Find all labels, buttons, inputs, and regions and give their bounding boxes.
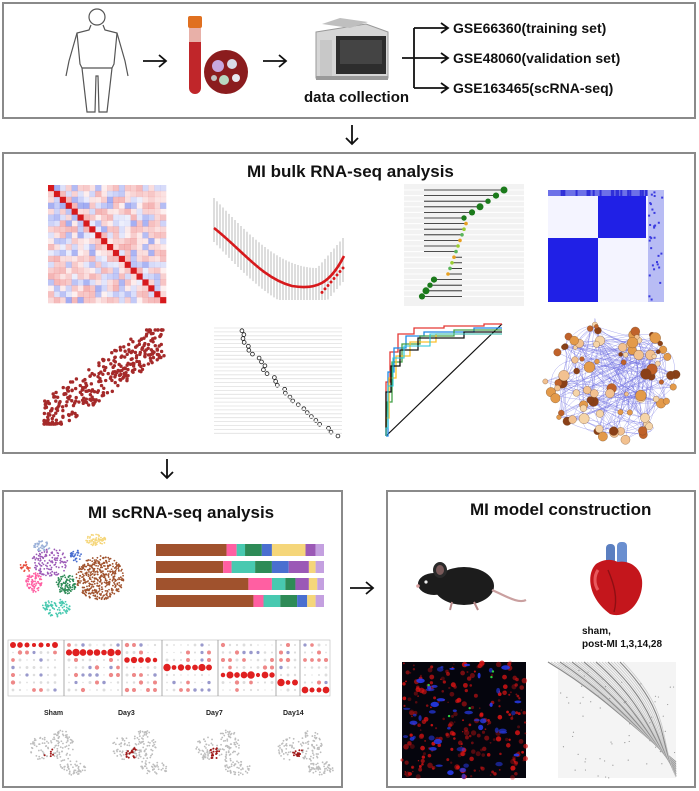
lasso-cv-curve (213, 198, 346, 300)
dataset-gse66360: GSE66360(training set) (453, 20, 607, 36)
scrna-analysis-title: MI scRNA-seq analysis (88, 503, 275, 522)
tsne-cluster-plot (19, 533, 125, 618)
arrow-down-icon (160, 459, 174, 480)
model-caption-1: sham, (582, 626, 611, 637)
marker-dot-plot (7, 639, 331, 697)
cell-proportion-stacked-bars (156, 544, 324, 607)
arrow-right-icon (143, 54, 168, 68)
histology-section-image (547, 661, 677, 779)
umap-label-day3: Day3 (118, 710, 135, 717)
arrow-right-icon (350, 581, 375, 595)
dataset-bracket-arrows (402, 22, 450, 94)
immunofluorescence-image (400, 660, 528, 780)
roc-curves (385, 323, 503, 437)
module-heatmap (548, 190, 664, 302)
data-collection-label: data collection (304, 89, 410, 106)
umap-label-day14: Day14 (283, 710, 304, 717)
gene-dot-plot (214, 327, 342, 439)
correlation-scatter-plot (42, 328, 166, 426)
arrow-right-icon (263, 54, 288, 68)
umap-label-sham: Sham (44, 710, 64, 717)
bulk-analysis-title: MI bulk RNA-seq analysis (247, 162, 454, 181)
correlation-heatmap (48, 185, 167, 304)
dataset-gse48060: GSE48060(validation set) (453, 50, 621, 66)
umap-timepoint-plots (30, 729, 334, 776)
blood-tube-icon (188, 16, 248, 94)
model-construction-title: MI model construction (470, 500, 652, 519)
sequencer-icon (315, 18, 389, 80)
lollipop-chart (404, 184, 524, 306)
umap-label-day7: Day7 (206, 710, 223, 717)
arrow-down-icon (345, 125, 359, 146)
human-icon (65, 8, 129, 113)
dataset-gse163465: GSE163465(scRNA-seq) (453, 80, 614, 96)
model-caption-2: post-MI 1,3,14,28 (582, 639, 663, 650)
ppi-network (542, 318, 681, 445)
heart-icon (590, 542, 643, 616)
mouse-icon (416, 562, 527, 611)
